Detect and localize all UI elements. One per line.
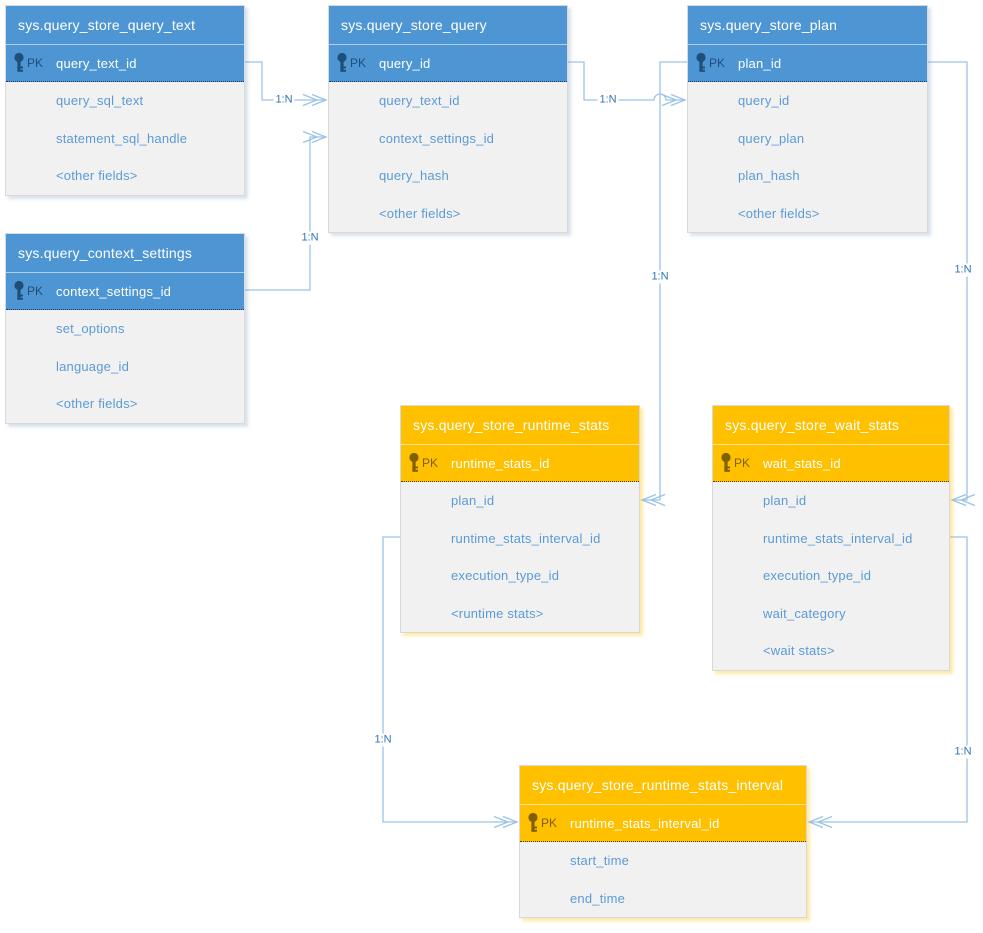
pk-label: PK bbox=[27, 56, 44, 70]
cardinality-label: 1:N bbox=[952, 745, 974, 759]
field-row: execution_type_id bbox=[763, 568, 872, 583]
connector-runtimestats-to-interval bbox=[382, 536, 519, 829]
pk-row: PK query_text_id bbox=[6, 45, 244, 82]
entity-title: sys.query_store_wait_stats bbox=[713, 406, 949, 445]
field-row: <other fields> bbox=[738, 205, 820, 221]
entity-query-store-runtime-stats-interval: sys.query_store_runtime_stats_interval P… bbox=[519, 765, 807, 918]
field-row: <runtime stats> bbox=[451, 605, 544, 621]
entity-title: sys.query_store_query bbox=[329, 6, 567, 45]
field-row: wait_category bbox=[763, 605, 846, 621]
pk-label: PK bbox=[27, 284, 44, 298]
pk-field-name: context_settings_id bbox=[56, 283, 172, 299]
key-icon bbox=[13, 52, 25, 74]
entity-query-store-query-text: sys.query_store_query_text PK query_text… bbox=[5, 5, 245, 196]
pk-label: PK bbox=[422, 456, 439, 470]
field-row: execution_type_id bbox=[451, 568, 560, 583]
connector-waitstats-to-interval bbox=[807, 536, 968, 829]
cardinality-label: 1:N bbox=[299, 231, 321, 245]
pk-row: PK query_id bbox=[329, 45, 567, 82]
field-list: start_time end_time bbox=[520, 842, 806, 917]
pk-field-name: wait_stats_id bbox=[763, 455, 841, 471]
cardinality-label: 1:N bbox=[649, 270, 671, 284]
connector-contextsettings-to-query bbox=[245, 130, 328, 291]
field-row: end_time bbox=[570, 890, 626, 906]
field-row: plan_id bbox=[451, 493, 495, 508]
field-row: query_sql_text bbox=[56, 93, 144, 108]
pk-field-name: runtime_stats_interval_id bbox=[570, 815, 720, 831]
pk-label: PK bbox=[350, 56, 367, 70]
pk-row: PK context_settings_id bbox=[6, 273, 244, 310]
entity-query-store-plan: sys.query_store_plan PK plan_id query_id… bbox=[687, 5, 928, 233]
key-icon bbox=[408, 452, 420, 474]
field-list: query_text_id context_settings_id query_ha… bbox=[329, 82, 567, 232]
field-row: query_hash bbox=[379, 168, 449, 183]
field-row: query_text_id bbox=[379, 93, 460, 108]
connector-query-to-plan bbox=[568, 61, 687, 107]
field-row: <other fields> bbox=[56, 168, 138, 183]
cardinality-label: 1:N bbox=[952, 263, 974, 277]
pk-label: PK bbox=[541, 816, 558, 830]
field-list: plan_id runtime_stats_interval_id executio… bbox=[713, 482, 949, 670]
pk-field-name: query_id bbox=[379, 55, 431, 71]
field-row: context_settings_id bbox=[379, 130, 495, 146]
field-row: plan_id bbox=[763, 493, 807, 508]
entity-query-context-settings: sys.query_context_settings PK context_se… bbox=[5, 233, 245, 424]
field-row: statement_sql_handle bbox=[56, 130, 188, 146]
key-icon bbox=[695, 52, 707, 74]
pk-row: PK wait_stats_id bbox=[713, 445, 949, 482]
key-icon bbox=[13, 280, 25, 302]
entity-title: sys.query_store_plan bbox=[688, 6, 927, 45]
pk-row: PK runtime_stats_id bbox=[401, 445, 639, 482]
entity-query-store-wait-stats: sys.query_store_wait_stats PK wait_stats… bbox=[712, 405, 950, 671]
entity-title: sys.query_store_runtime_stats bbox=[401, 406, 639, 445]
entity-title: sys.query_store_query_text bbox=[6, 6, 244, 45]
cardinality-label: 1:N bbox=[372, 733, 394, 747]
field-row: start_time bbox=[570, 853, 630, 868]
pk-label: PK bbox=[709, 56, 726, 70]
field-row: language_id bbox=[56, 358, 130, 374]
entity-query-store-runtime-stats: sys.query_store_runtime_stats PK runtime… bbox=[400, 405, 640, 633]
field-row: plan_hash bbox=[738, 168, 800, 183]
entity-query-store-query: sys.query_store_query PK query_id query_… bbox=[328, 5, 568, 233]
key-icon bbox=[527, 812, 539, 834]
field-row: set_options bbox=[56, 321, 125, 336]
cardinality-label: 1:N bbox=[273, 93, 295, 107]
field-row: <other fields> bbox=[56, 396, 138, 411]
pk-field-name: plan_id bbox=[738, 55, 782, 71]
pk-field-name: query_text_id bbox=[56, 55, 137, 71]
field-list: set_options language_id <other fields> bbox=[6, 310, 244, 423]
field-list: query_id query_plan plan_hash <other fields… bbox=[688, 82, 927, 232]
key-icon bbox=[720, 452, 732, 474]
field-row: runtime_stats_interval_id bbox=[451, 530, 601, 546]
entity-title: sys.query_context_settings bbox=[6, 234, 244, 273]
field-row: runtime_stats_interval_id bbox=[763, 530, 913, 546]
field-list: plan_id runtime_stats_interval_id executio… bbox=[401, 482, 639, 632]
field-list: query_sql_text statement_sql_handle <other… bbox=[6, 82, 244, 195]
entity-title: sys.query_store_runtime_stats_interval bbox=[520, 766, 806, 805]
cardinality-label: 1:N bbox=[597, 93, 619, 107]
pk-label: PK bbox=[734, 456, 751, 470]
connector-plan-to-waitstats bbox=[928, 61, 976, 507]
pk-field-name: runtime_stats_id bbox=[451, 455, 550, 471]
field-row: query_plan bbox=[738, 130, 805, 146]
field-row: <wait stats> bbox=[763, 643, 835, 658]
pk-row: PK runtime_stats_interval_id bbox=[520, 805, 806, 842]
key-icon bbox=[336, 52, 348, 74]
field-row: <other fields> bbox=[379, 205, 461, 221]
pk-row: PK plan_id bbox=[688, 45, 927, 82]
field-row: query_id bbox=[738, 93, 790, 108]
